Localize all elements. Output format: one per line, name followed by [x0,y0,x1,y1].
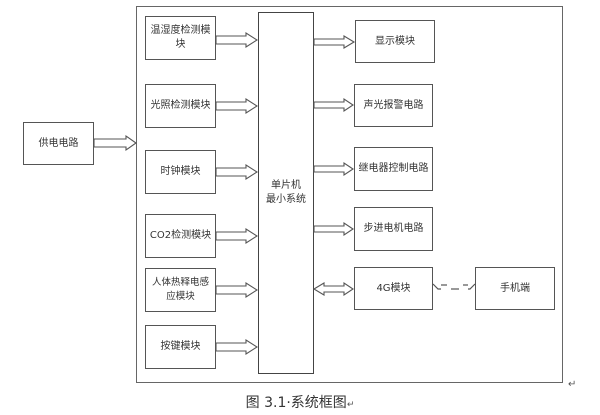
pir-module-label: 人体热释电感应模块 [151,277,209,302]
temp-humidity-module-label: 温湿度检测模块 [150,25,211,50]
mcu-minimum-system-box: 单片机 最小系统 [258,12,314,374]
phone-terminal-box: 手机端 [475,267,555,310]
system-frame [136,6,563,383]
phone-terminal-label: 手机端 [500,282,530,294]
arrow-power-to-system [93,134,137,152]
mcu-label-line2: 最小系统 [266,194,306,205]
co2-module-box: CO2检测模块 [145,214,216,258]
co2-module-label: CO2检测模块 [149,230,212,241]
pir-module-box: 人体热释电感应模块 [145,268,216,312]
key-module-label: 按键模块 [160,341,201,352]
clock-module-box: 时钟模块 [145,150,216,194]
clock-module-label: 时钟模块 [160,166,201,177]
mcu-label-line1: 单片机 [271,180,301,191]
paragraph-mark: ↵ [568,379,577,390]
power-supply-box: 供电电路 [23,122,94,165]
temp-humidity-module-box: 温湿度检测模块 [145,16,216,60]
alarm-circuit-box: 声光报警电路 [354,84,433,127]
display-module-label: 显示模块 [375,35,415,47]
power-supply-label: 供电电路 [38,137,79,149]
relay-control-box: 继电器控制电路 [354,147,433,191]
4g-module-box: 4G模块 [354,267,433,310]
figure-caption-text: 图 3.1·系统框图 [245,395,347,411]
4g-module-label: 4G模块 [376,282,411,294]
figure-caption: 图 3.1·系统框图↵ [0,392,600,412]
key-module-box: 按键模块 [145,325,216,369]
relay-control-label: 继电器控制电路 [358,163,429,174]
light-sensor-module-label: 光照检测模块 [150,100,211,111]
alarm-circuit-label: 声光报警电路 [363,99,424,111]
light-sensor-module-box: 光照检测模块 [145,84,216,128]
caption-paragraph-mark: ↵ [346,400,355,410]
stepper-motor-label: 步进电机电路 [363,223,424,234]
display-module-box: 显示模块 [355,20,435,63]
stepper-motor-box: 步进电机电路 [354,207,433,251]
